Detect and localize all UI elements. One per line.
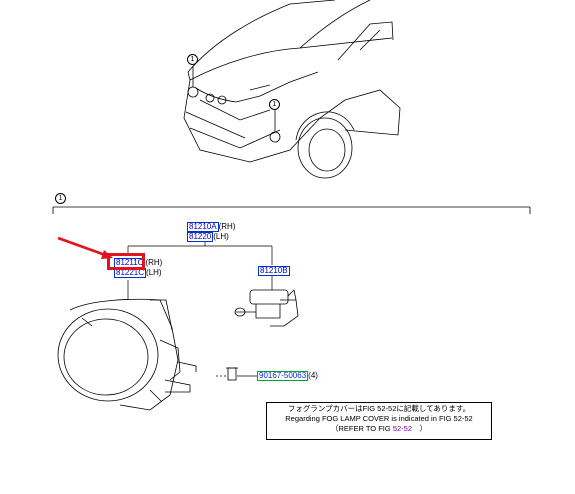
callout-number-section: 1	[55, 193, 66, 204]
part-label-assy-lh: 81220(LH)	[187, 232, 229, 242]
screw-part	[216, 367, 238, 381]
part-number-link[interactable]: 81210B	[258, 266, 290, 276]
part-side: (RH)	[145, 258, 163, 267]
section-frame	[52, 206, 531, 214]
note-line-refer: （REFER TO FIG 52-52 ）	[267, 424, 491, 434]
part-number-link[interactable]: 90167-50063	[257, 371, 309, 381]
part-side: (LH)	[146, 268, 162, 277]
part-number-link[interactable]: 81220	[187, 232, 214, 242]
vehicle-illustration	[183, 0, 401, 179]
note-line-english: Regarding FOG LAMP COVER is indicated in…	[285, 414, 473, 423]
part-number-link[interactable]: 81210A	[187, 222, 219, 232]
highlight-box	[107, 253, 145, 270]
callout-number-vehicle-left: 1	[187, 54, 198, 65]
note-refer-prefix: （REFER TO FIG	[330, 424, 393, 433]
callout-number-vehicle-right: 1	[269, 99, 280, 110]
fig-reference-link[interactable]: 52-52	[392, 424, 412, 433]
part-label-screw: 90167-50063(4)	[257, 371, 318, 381]
reference-note: フォグランプカバーはFIG 52-52に記載してあります。 Regarding …	[266, 402, 492, 440]
note-refer-suffix: ）	[412, 424, 427, 433]
fog-lamp-housing	[57, 298, 197, 411]
part-label-assy-rh: 81210A(RH)	[187, 222, 235, 232]
leader-lines	[127, 241, 273, 377]
part-label-bulb: 81210B	[258, 266, 290, 276]
note-line-japanese: フォグランプカバーはFIG 52-52に記載してあります。	[287, 404, 471, 413]
part-side: (LH)	[213, 232, 229, 241]
part-quantity: (4)	[308, 371, 318, 380]
fog-lamp-bulb	[234, 289, 299, 327]
part-side: (RH)	[218, 222, 236, 231]
red-pointer-arrow	[57, 236, 113, 259]
